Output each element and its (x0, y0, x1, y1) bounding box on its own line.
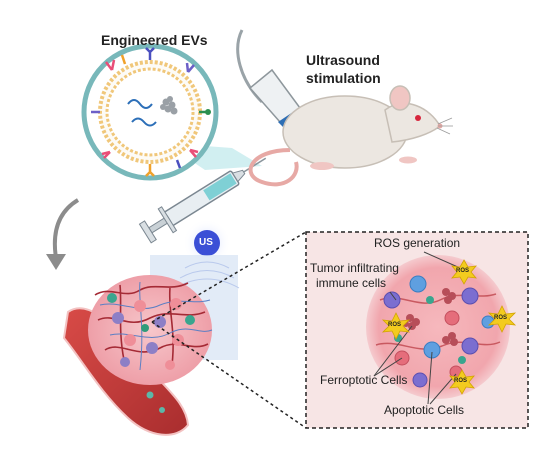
green-cells (394, 296, 466, 364)
ros-burst (487, 305, 517, 333)
mouse-eye (415, 115, 421, 121)
tumor (88, 275, 213, 385)
vesicle-inner-membrane (105, 67, 195, 157)
syringe-needle (243, 157, 267, 173)
syringe-fluid (203, 173, 237, 201)
inset-panel (305, 231, 529, 429)
ros-burst (381, 312, 411, 340)
syringe-flange (157, 206, 178, 234)
ros-burst (449, 369, 475, 395)
mouse-whiskers (436, 117, 453, 135)
ros-burst (451, 259, 477, 285)
tumor-infiltrating-label-line1: Tumor infiltrating (310, 261, 399, 275)
ultrasound-label-line2: stimulation (306, 70, 381, 86)
process-arrow (46, 198, 80, 270)
mouse-body (282, 95, 408, 169)
ros-burst-label: ROS (388, 322, 402, 328)
mouse (248, 85, 453, 187)
ferroptotic-cell-clusters (403, 288, 458, 346)
mouse-head (384, 102, 441, 143)
tumor-infiltrating-label-line2: immune cells (316, 276, 387, 290)
ligand-bead (205, 109, 211, 115)
mouse-tail (248, 148, 299, 187)
nanoparticle-cluster (160, 96, 178, 115)
zoom-lines (151, 231, 307, 429)
inset-pointer-lines (373, 251, 461, 405)
rna-cargo (127, 99, 153, 109)
mouse-foot (310, 162, 334, 170)
ros-burst-label: ROS (454, 378, 468, 384)
ev-magnified-view (81, 43, 262, 181)
ros-burst-label: ROS (494, 315, 508, 321)
syringe-plunger-cap (138, 220, 157, 244)
ferroptotic-cells-label: Ferroptotic Cells (320, 373, 408, 387)
ros-generation-label: ROS generation (374, 236, 461, 250)
mouse-ear (389, 85, 411, 111)
syringe (138, 157, 267, 244)
ros-burst-label: ROS (456, 268, 470, 274)
ultrasound-label-line1: Ultrasound (306, 52, 380, 68)
mouse-foot (399, 156, 417, 164)
tumor-cells (107, 293, 195, 370)
rna-cargo (131, 117, 157, 127)
syringe-tip (231, 169, 246, 183)
engineered-evs-label: Engineered EVs (101, 32, 208, 48)
surface-ligands (91, 47, 208, 177)
us-badge (194, 230, 220, 256)
apoptotic-cells-label: Apoptotic Cells (384, 403, 465, 417)
us-badge-label: US (199, 237, 213, 248)
tumor-capillaries-blue (99, 281, 213, 371)
